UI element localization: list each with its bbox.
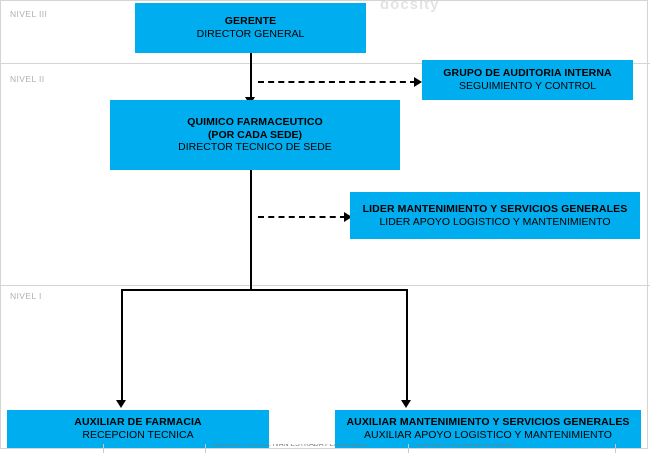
node-auditoria-title: GRUPO DE AUDITORIA INTERNA — [443, 67, 612, 80]
connector-branch-right — [406, 289, 408, 403]
node-quimico-extra: DIRECTOR TECNICO DE SEDE — [178, 141, 332, 154]
node-auxiliar-mantenimiento[interactable]: AUXILIAR MANTENIMIENTO Y SERVICIOS GENER… — [335, 410, 641, 448]
node-auxiliar-mantenimiento-title: AUXILIAR MANTENIMIENTO Y SERVICIOS GENER… — [346, 416, 630, 429]
connector-quimico-stem — [250, 170, 252, 290]
connector-gerente-to-quimico — [250, 52, 252, 100]
node-quimico[interactable]: QUIMICO FARMACEUTICO (POR CADA SEDE) DIR… — [110, 100, 400, 170]
level-label-nivel-2: NIVEL II — [10, 74, 45, 84]
signature-divider — [103, 444, 104, 453]
arrowhead-auxiliar-farmacia-in — [116, 400, 126, 408]
connector-quimico-to-lider — [258, 216, 346, 218]
signature-divider — [205, 444, 206, 453]
node-auditoria-subtitle: SEGUIMIENTO Y CONTROL — [458, 80, 597, 92]
level-divider-2-1 — [0, 285, 650, 286]
node-quimico-subtitle: (POR CADA SEDE) — [207, 128, 303, 141]
signature-divider — [408, 444, 409, 453]
signature-divider — [615, 444, 616, 453]
level-label-nivel-1: NIVEL I — [10, 291, 42, 301]
node-auditoria[interactable]: GRUPO DE AUDITORIA INTERNA SEGUIMIENTO Y… — [422, 60, 633, 100]
arrowhead-lider-in — [344, 212, 352, 222]
node-gerente[interactable]: GERENTE DIRECTOR GENERAL — [135, 3, 366, 53]
node-lider-mantenimiento[interactable]: LIDER MANTENIMIENTO Y SERVICIOS GENERALE… — [350, 192, 640, 239]
node-lider-mantenimiento-title: LIDER MANTENIMIENTO Y SERVICIOS GENERALE… — [362, 202, 628, 215]
node-gerente-subtitle: DIRECTOR GENERAL — [196, 28, 305, 40]
signature-name-1: NOMBRE: JORGE IVAN ESTRADA FERNANDEZ — [212, 444, 368, 448]
arrowhead-auxiliar-mantenimiento-in — [401, 400, 411, 408]
connector-gerente-to-auditoria — [258, 81, 416, 83]
node-auxiliar-farmacia-subtitle: RECEPCION TECNICA — [82, 429, 194, 441]
connector-branch-bus — [121, 289, 407, 291]
connector-branch-left — [121, 289, 123, 403]
node-lider-mantenimiento-subtitle: LIDER APOYO LOGISTICO Y MANTENIMIENTO — [379, 215, 611, 228]
node-quimico-title: QUIMICO FARMACEUTICO — [187, 115, 323, 128]
signature-strip: NOMBRE: JORGE IVAN ESTRADA FERNANDEZ NOM… — [0, 444, 650, 453]
node-auxiliar-farmacia[interactable]: AUXILIAR DE FARMACIA RECEPCION TECNICA — [7, 410, 269, 448]
node-auxiliar-mantenimiento-subtitle: AUXILIAR APOYO LOGISTICO Y MANTENIMIENTO — [364, 429, 612, 441]
arrowhead-auditoria-in — [414, 77, 422, 87]
signature-name-2: NOMBRE: ALEJANDRO ARIAS — [415, 444, 514, 448]
level-label-nivel-3: NIVEL III — [10, 9, 48, 19]
node-gerente-title: GERENTE — [224, 15, 277, 28]
node-auxiliar-farmacia-title: AUXILIAR DE FARMACIA — [74, 416, 202, 429]
watermark: docsity — [380, 0, 440, 12]
